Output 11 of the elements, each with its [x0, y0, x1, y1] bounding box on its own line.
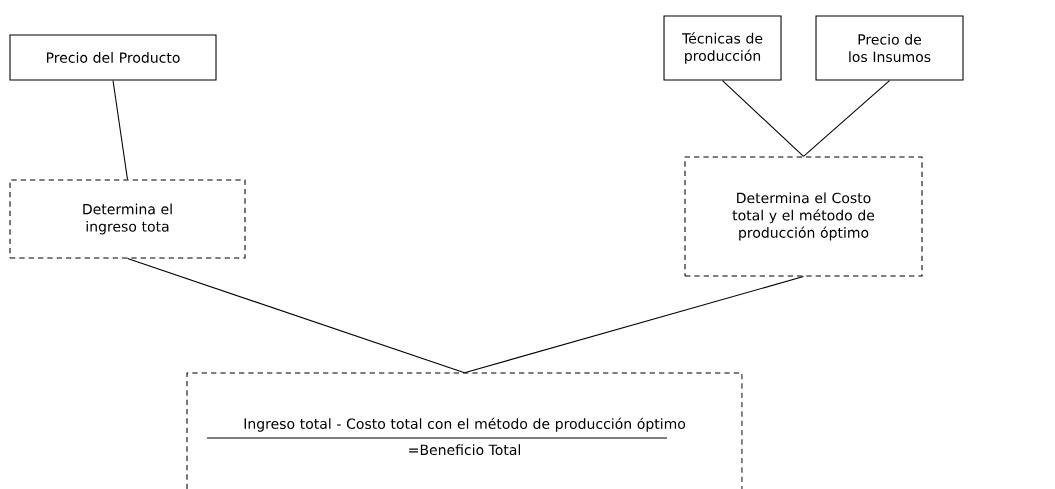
connector-line [722, 80, 805, 157]
connector-line [112, 80, 129, 180]
input-box: Precio de los Insumos [815, 15, 964, 81]
input-box: Precio del Producto [9, 34, 217, 81]
input-box: Técnicas de producción [663, 15, 782, 81]
connector-line [126, 258, 466, 374]
connector-line [802, 80, 891, 157]
process-box: Determina el ingreso tota [9, 179, 246, 259]
process-box: Determina el Costo total y el método de producción óptimo [684, 156, 923, 277]
connector-line [463, 276, 805, 374]
result-box: Ingreso total - Costo total con el método de producción óptimo =Beneficio Total [186, 372, 743, 489]
